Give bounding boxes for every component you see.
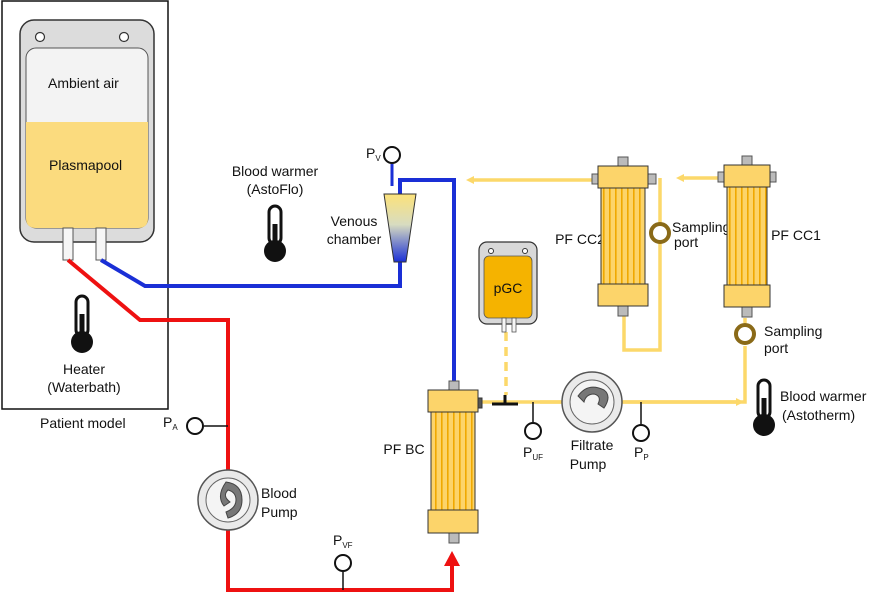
pvf-label: PVF	[333, 532, 353, 550]
thermometer-icon	[753, 378, 775, 436]
pa-gauge	[186, 417, 204, 435]
pa-label: PA	[163, 414, 178, 432]
pf-bc-label: PF BC	[383, 441, 424, 457]
sampling-port-1-line2: port	[674, 234, 698, 250]
thermometer-icon	[71, 294, 93, 353]
pf-cc2-label: PF CC2	[555, 231, 605, 247]
patient-model: Patient model Ambient air Plasmapool Hea…	[1, 0, 169, 431]
venous-chamber-label-line1: Venous	[331, 213, 378, 229]
t-connector	[492, 395, 518, 406]
bag-inlet-port	[95, 227, 107, 261]
astotherm-label-line2: (Astotherm)	[782, 407, 855, 423]
plasma-bag: Ambient air Plasmapool	[19, 19, 155, 261]
sampling-port-2-line2: port	[764, 340, 788, 356]
blood-pump-label-line2: Pump	[261, 504, 298, 520]
blood-pump-label-line1: Blood	[261, 485, 297, 501]
cc2-loop-line	[622, 178, 662, 352]
venous-return-line	[99, 258, 402, 288]
plasma-liquid	[26, 122, 148, 228]
pp-gauge	[632, 424, 650, 442]
patient-model-label: Patient model	[40, 415, 126, 431]
arterial-arrow	[444, 551, 460, 566]
filtrate-pump-label-line1: Filtrate	[571, 437, 614, 453]
puf-gauge	[524, 422, 542, 440]
astotherm-label-line1: Blood warmer	[780, 388, 867, 404]
pp-label: PP	[634, 444, 649, 462]
puf-label: PUF	[523, 444, 543, 462]
pump-icon	[561, 371, 623, 433]
venous-chamber	[383, 193, 417, 263]
pv-gauge	[383, 146, 401, 164]
filtrate-pump-label-line2: Pump	[570, 456, 607, 472]
heater-label-line2: (Waterbath)	[47, 379, 120, 395]
heater-label-line1: Heater	[63, 361, 105, 377]
pump-icon	[197, 469, 259, 531]
pvf-gauge	[334, 554, 352, 572]
astoflo-label-line2: (AstoFlo)	[247, 181, 304, 197]
bag-liquid-label: Plasmapool	[49, 157, 122, 173]
sampling-port-2	[734, 323, 756, 345]
pf-cc1-label: PF CC1	[771, 227, 821, 243]
sampling-port-1-line1: Sampling	[672, 219, 730, 235]
astoflo-label-line1: Blood warmer	[232, 163, 319, 179]
pf-cc1-filter	[717, 155, 777, 318]
sampling-port-2-line1: Sampling	[764, 323, 822, 339]
pgc-label: pGC	[494, 280, 523, 296]
bag-air-label: Ambient air	[48, 75, 119, 91]
pv-label: PV	[366, 145, 381, 163]
arterial-blood-line	[66, 258, 454, 592]
patient-model-frame	[1, 0, 169, 410]
pf-bc-filter	[427, 380, 483, 544]
bag-outlet-port	[62, 227, 74, 261]
venous-line-from-filter	[398, 178, 456, 383]
sampling-port-1	[649, 222, 671, 244]
pgc-bag: pGC	[478, 241, 538, 333]
venous-chamber-label-line2: chamber	[327, 231, 382, 247]
pf-cc2-filter	[591, 156, 657, 317]
thermometer-icon	[264, 204, 286, 262]
